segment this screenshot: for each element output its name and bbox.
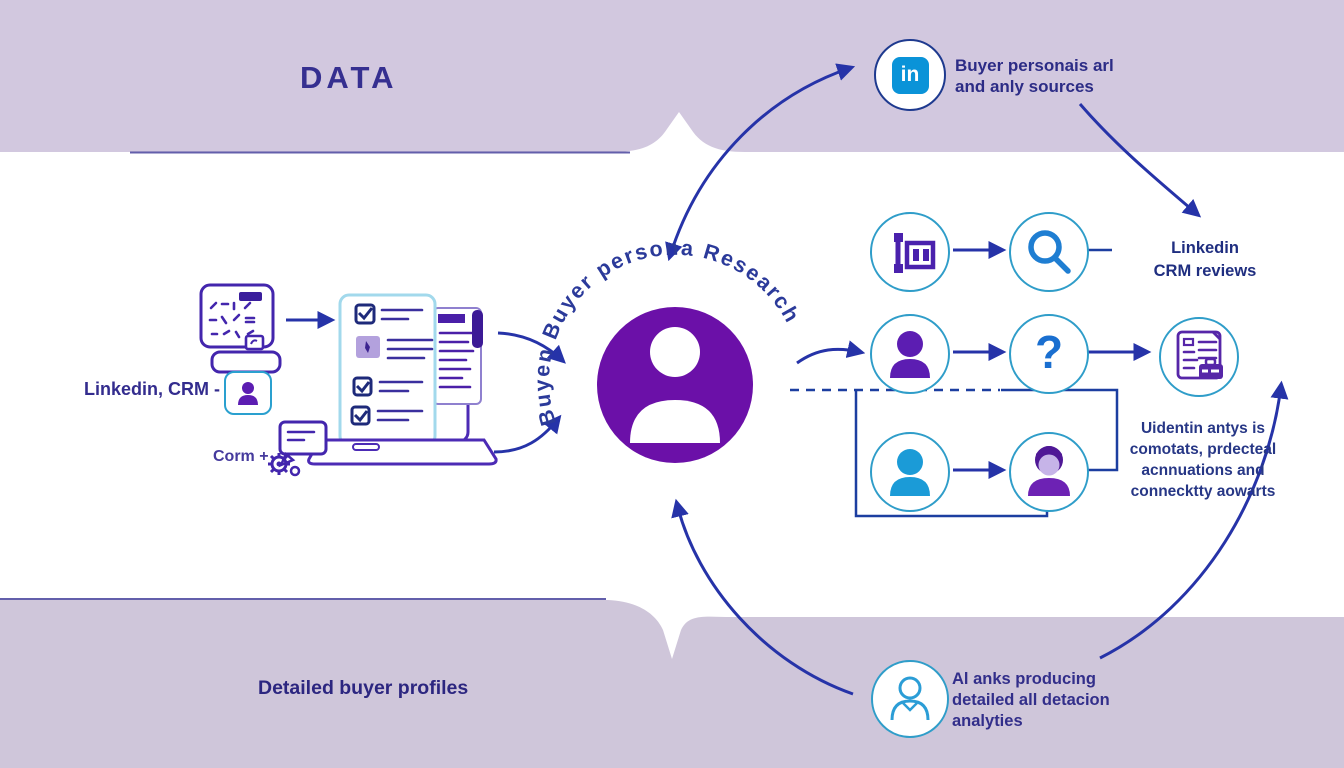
- ai-caption: Al anks producing detailed all detacion …: [952, 669, 1110, 732]
- arrow-bottom-to-right: [1099, 380, 1289, 660]
- blue-person-icon-circle: [870, 432, 950, 512]
- persona-head: [650, 327, 700, 377]
- chart-icon-circle: [870, 212, 950, 292]
- person-badge-icon: [224, 371, 272, 415]
- linkedin-caption-line1: Buyer personais arl: [955, 56, 1114, 75]
- arrow-ai-to-center: [671, 498, 854, 696]
- linkedin-icon: in: [874, 39, 946, 111]
- avatar-icon-circle: [1009, 432, 1089, 512]
- question-icon: ?: [1034, 326, 1064, 378]
- ai-caption-line3: analyties: [952, 712, 1023, 730]
- document-icon: [1176, 330, 1223, 380]
- row1-caption: Linkedin CRM reviews: [1140, 237, 1270, 283]
- note-line3: acnnuations and: [1141, 462, 1265, 479]
- person-glyph: [238, 382, 258, 405]
- checklist-laptop-icon: [307, 293, 498, 466]
- ai-person-icon: [890, 676, 930, 721]
- note-line2: comotats, prdecteal: [1129, 441, 1277, 458]
- arrow-center-to-linkedin: [665, 63, 856, 262]
- arrow-center-to-row2: [796, 340, 866, 365]
- search-icon: [1028, 230, 1071, 274]
- arrow-linkedin-to-reviews: [1078, 103, 1202, 218]
- profiles-label: Detailed buyer profiles: [258, 677, 469, 699]
- person-icon-circle: [870, 314, 950, 394]
- arrow-checklist-to-center-top: [497, 331, 566, 364]
- ai-person-icon-circle: [871, 660, 949, 738]
- ai-caption-line1: Al anks producing: [952, 670, 1096, 688]
- laptop-base: [307, 438, 498, 466]
- note-line4: connecktty aowarts: [1130, 483, 1276, 500]
- ai-caption-line2: detailed all detacion: [952, 691, 1110, 709]
- linkedin-logo-glyph: in: [891, 56, 929, 94]
- analysis-note: Uidentin antys is comotats, prdecteal ac…: [1122, 418, 1284, 502]
- note-line1: Uidentin antys is: [1140, 420, 1266, 437]
- persona-shoulders: [630, 400, 720, 443]
- speech-gear-icon: [268, 420, 328, 477]
- avatar-icon: [1028, 446, 1070, 496]
- row1-caption-line2: CRM reviews: [1153, 262, 1257, 280]
- chart-icon: [894, 233, 936, 273]
- document-icon-circle: [1159, 317, 1239, 397]
- curved-arrows: [286, 63, 1289, 696]
- linkedin-caption-line2: and anly sources: [955, 77, 1094, 96]
- corm-label: Corm +: [213, 448, 269, 465]
- blue-person-icon: [890, 449, 930, 496]
- linkedin-crm-label: Linkedin, CRM -: [84, 379, 220, 399]
- top-band: [0, 0, 1344, 152]
- question-icon-circle: ?: [1009, 314, 1089, 394]
- bookmark-tab: [472, 310, 483, 348]
- search-icon-circle: [1009, 212, 1089, 292]
- linkedin-caption: Buyer personais arl and anly sources: [955, 55, 1114, 97]
- calendar-icon: [199, 283, 282, 374]
- arrow-checklist-to-center-bottom: [493, 414, 562, 454]
- row1-caption-line1: Linkedin: [1171, 239, 1239, 257]
- bottom-band: [0, 600, 1344, 768]
- persona-circle: Buyen Buyer persona Research: [530, 236, 803, 463]
- data-title: DATA: [300, 60, 398, 95]
- person-icon: [890, 331, 930, 378]
